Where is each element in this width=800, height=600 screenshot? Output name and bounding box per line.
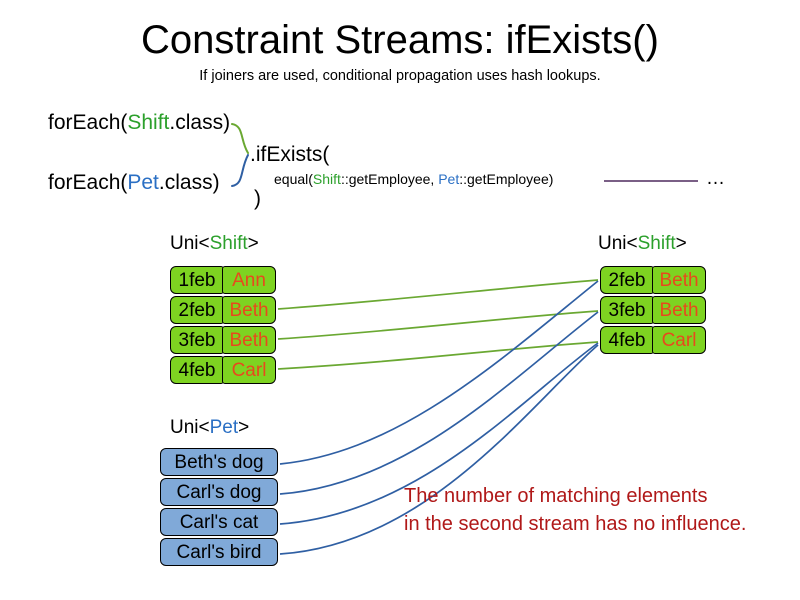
cell-name: Carl <box>652 326 706 354</box>
table-row[interactable]: 4feb Carl <box>600 326 706 354</box>
label-pet-stream: Uni<Pet> <box>170 416 249 440</box>
label-left-shift-type: Shift <box>209 233 248 254</box>
table-row[interactable]: Beth's dog <box>160 448 278 476</box>
wire-green-3feb <box>277 310 599 340</box>
code-foreach-pet-prefix: forEach( <box>48 171 128 194</box>
equal-leader-line <box>604 180 698 182</box>
code-equal-joiner: equal(Shift::getEmployee, Pet::getEmploy… <box>274 170 553 188</box>
label-pet-suffix: > <box>238 417 250 438</box>
table-row[interactable]: 3feb Beth <box>170 326 276 354</box>
page-subtitle: If joiners are used, conditional propaga… <box>199 68 601 84</box>
cell-name: Ann <box>222 266 276 294</box>
code-equal-second-method: ::getEmployee) <box>459 171 554 187</box>
code-equal-second-type: Pet <box>438 171 460 187</box>
cell-pet-label: Carl's bird <box>160 538 278 566</box>
annotation-note: The number of matching elements in the s… <box>404 482 746 538</box>
code-ellipsis: … <box>706 168 725 189</box>
table-row[interactable]: Carl's bird <box>160 538 278 566</box>
cell-date: 1feb <box>170 266 224 294</box>
table-row[interactable]: 1feb Ann <box>170 266 276 294</box>
code-foreach-shift: forEach(Shift.class) <box>48 110 230 136</box>
label-right-shift-prefix: Uni< <box>598 233 638 254</box>
code-if-exists-open: .ifExists( <box>250 143 330 166</box>
code-foreach-shift-type: Shift <box>127 111 170 134</box>
table-row[interactable]: 4feb Carl <box>170 356 276 384</box>
annotation-note-line2: in the second stream has no influence. <box>404 513 747 535</box>
label-right-shift-type: Shift <box>637 233 676 254</box>
cell-name: Beth <box>652 266 706 294</box>
wire-blue-beths-dog <box>279 280 599 465</box>
pet-fact-table: Beth's dog Carl's dog Carl's cat Carl's … <box>160 448 278 568</box>
code-foreach-shift-prefix: forEach( <box>48 111 128 134</box>
code-foreach-pet: forEach(Pet.class) <box>48 170 220 196</box>
cell-pet-label: Carl's dog <box>160 478 278 506</box>
label-right-shift-suffix: > <box>675 233 687 254</box>
code-foreach-pet-type: Pet <box>127 171 159 194</box>
table-row[interactable]: 2feb Beth <box>170 296 276 324</box>
code-foreach-shift-suffix: .class) <box>169 111 231 134</box>
cell-name: Carl <box>222 356 276 384</box>
cell-name: Beth <box>222 296 276 324</box>
cell-name: Beth <box>652 296 706 324</box>
cell-date: 2feb <box>170 296 224 324</box>
cell-date: 4feb <box>170 356 224 384</box>
cell-pet-label: Carl's cat <box>160 508 278 536</box>
code-equal-prefix: equal( <box>274 171 313 187</box>
wire-blue-carls-dog <box>279 311 599 495</box>
cell-date: 3feb <box>170 326 224 354</box>
wire-green-4feb <box>277 341 599 370</box>
label-left-shift-stream: Uni<Shift> <box>170 232 259 256</box>
label-pet-prefix: Uni< <box>170 417 210 438</box>
label-left-shift-suffix: > <box>247 233 259 254</box>
table-row[interactable]: 2feb Beth <box>600 266 706 294</box>
cell-date: 3feb <box>600 296 654 324</box>
code-foreach-pet-suffix: .class) <box>158 171 220 194</box>
code-equal-first-type: Shift <box>312 171 341 187</box>
cell-date: 2feb <box>600 266 654 294</box>
cell-date: 4feb <box>600 326 654 354</box>
cell-name: Beth <box>222 326 276 354</box>
cell-pet-label: Beth's dog <box>160 448 278 476</box>
label-right-shift-stream: Uni<Shift> <box>598 232 687 256</box>
label-left-shift-prefix: Uni< <box>170 233 210 254</box>
page-title: Constraint Streams: ifExists() <box>141 18 659 62</box>
brace-icon <box>231 123 249 187</box>
label-pet-type: Pet <box>209 417 239 438</box>
table-row[interactable]: Carl's dog <box>160 478 278 506</box>
annotation-note-line1: The number of matching elements <box>404 485 708 507</box>
code-close-paren: ) <box>254 187 261 210</box>
left-shift-fact-table: 1feb Ann 2feb Beth 3feb Beth 4feb Carl <box>170 266 276 386</box>
code-equal-first-method: ::getEmployee, <box>340 171 439 187</box>
table-row[interactable]: 3feb Beth <box>600 296 706 324</box>
table-row[interactable]: Carl's cat <box>160 508 278 536</box>
right-shift-fact-table: 2feb Beth 3feb Beth 4feb Carl <box>600 266 706 356</box>
wire-green-2feb <box>277 279 599 310</box>
